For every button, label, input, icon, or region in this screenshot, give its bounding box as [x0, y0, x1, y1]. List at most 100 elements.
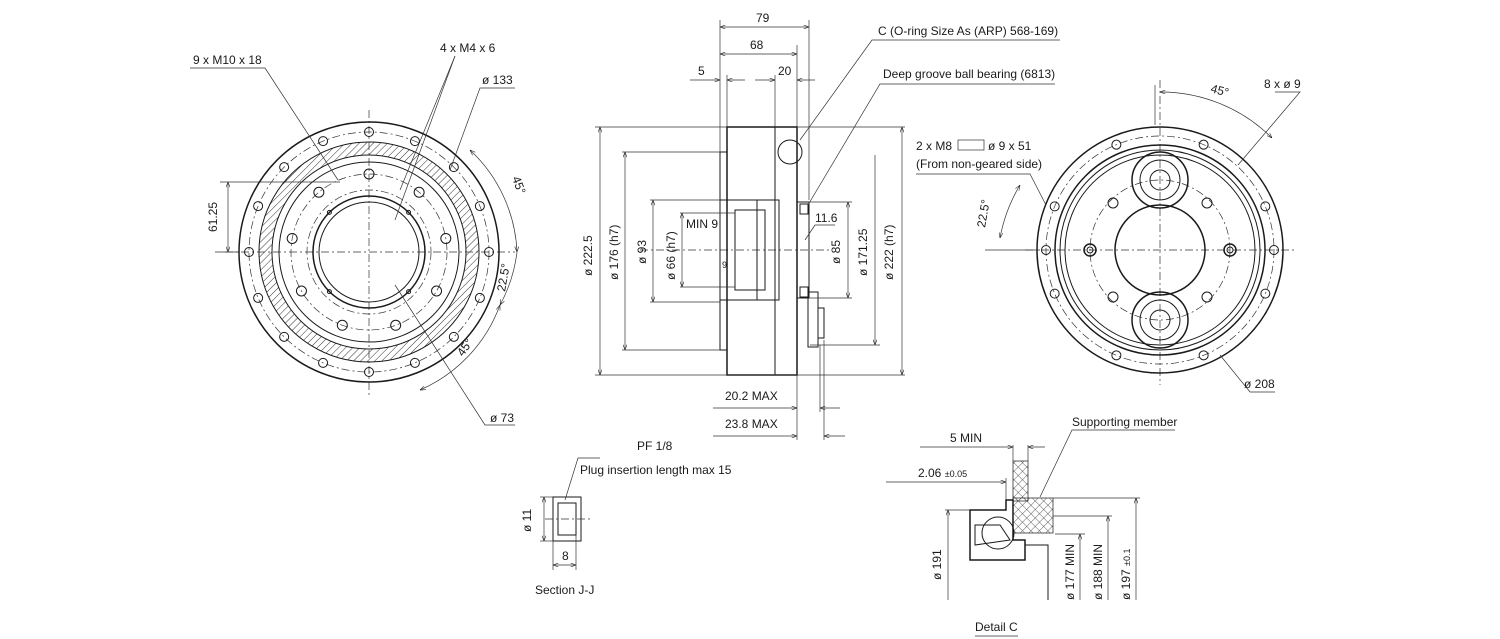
boss-bore	[1149, 309, 1171, 331]
small-thread-label: 4 x M4 x 6	[440, 41, 496, 55]
dim-68-label: 68	[750, 38, 764, 52]
bolt-hole	[279, 331, 290, 342]
dia-93-label: ø 93	[635, 240, 649, 264]
dim-6125-label: 61.25	[206, 202, 220, 232]
mounting-hole	[1198, 350, 1209, 361]
dim-206-tolerance: ±0.05	[945, 469, 967, 479]
dim-9-label: 9	[722, 260, 727, 270]
mounting-hole	[1111, 139, 1122, 150]
min-5-label: 5 MIN	[950, 431, 982, 445]
section-jj-title: Section J-J	[535, 583, 594, 597]
threaded-hole	[286, 232, 298, 244]
mounting-hole	[1198, 139, 1209, 150]
m8-hole-inner	[1086, 246, 1094, 254]
m8-hole	[1083, 243, 1097, 257]
dia-197-value: ø 197	[1119, 569, 1133, 600]
angle-45-top-label: 45°	[509, 174, 528, 196]
dia-133-label: ø 133	[482, 73, 513, 87]
mounting-hole	[1269, 245, 1279, 255]
counterbore-symbol	[957, 139, 985, 151]
side-view: 79 68 5 20 C (O-ring Size As (ARP) 568-1…	[581, 11, 1060, 440]
min-9-label: MIN 9	[686, 217, 718, 231]
small-threaded-hole	[406, 209, 412, 215]
dia-176-label: ø 176 (h7)	[607, 225, 621, 280]
dia-85-label: ø 85	[829, 240, 843, 264]
threaded-hole	[431, 285, 443, 297]
m8-note: (From non-geared side)	[916, 157, 1042, 171]
bolt-hole	[244, 247, 254, 257]
rear-angle-225: 22.5°	[974, 198, 993, 228]
dia-11-label: ø 11	[520, 509, 534, 532]
dia-222-label: ø 222 (h7)	[882, 225, 896, 280]
max-238-label: 23.8 MAX	[725, 417, 778, 431]
oring-note: C (O-ring Size As (ARP) 568-169)	[878, 24, 1058, 38]
angle-225-label: 22.5°	[494, 262, 513, 292]
bolt-hole	[253, 292, 264, 303]
threaded-hole	[390, 319, 402, 331]
rear-holes-label: 8 x ø 9	[1264, 77, 1301, 91]
rear-angle-45: 45°	[1209, 81, 1230, 99]
bolt-hole	[474, 201, 485, 212]
boss	[1131, 291, 1189, 349]
bearing-note: Deep groove ball bearing (6813)	[883, 67, 1055, 81]
bolt-hole	[318, 136, 329, 147]
mounting-hole	[1260, 288, 1271, 299]
dia-197-tolerance: ±0.1	[1122, 549, 1132, 566]
dim-206-label: 2.06 ±0.05	[918, 466, 967, 480]
dim-5-label: 5	[698, 64, 705, 78]
boss-inner	[1139, 299, 1181, 341]
rear-view: 2 x M8 ø 9 x 51 (From non-geared side) 2…	[916, 77, 1301, 393]
front-view: 9 x M10 x 18 4 x M4 x 6 ø 133 61.25 45° …	[190, 41, 529, 426]
detail-c-title: Detail C	[975, 620, 1018, 634]
bolt-hole	[448, 162, 459, 173]
mounting-hole	[1041, 245, 1051, 255]
threaded-hole	[313, 186, 325, 198]
bolt-hole	[474, 292, 485, 303]
dim-79-label: 79	[756, 11, 770, 25]
boss	[1131, 151, 1189, 209]
small-threaded-hole	[326, 289, 332, 295]
plug-note: Plug insertion length max 15	[580, 463, 732, 477]
supporting-member-label: Supporting member	[1072, 415, 1177, 429]
threaded-hole	[295, 285, 307, 297]
dia-66-label: ø 66 (h7)	[664, 231, 678, 280]
dim-8-label: 8	[562, 549, 569, 563]
mounting-hole	[1260, 201, 1271, 212]
rear-hole	[1107, 197, 1119, 209]
m8-depth-label: ø 9 x 51	[988, 139, 1032, 153]
rear-hole	[1201, 291, 1213, 303]
bolt-hole	[409, 357, 420, 368]
boss-bore	[1149, 169, 1171, 191]
dia-197-label: ø 197 ±0.1	[1119, 549, 1133, 600]
mounting-hole	[1049, 201, 1060, 212]
threaded-hole	[363, 168, 375, 180]
mounting-hole	[1111, 350, 1122, 361]
rear-hole	[1107, 291, 1119, 303]
small-threaded-hole	[326, 209, 332, 215]
max-202-label: 20.2 MAX	[725, 389, 778, 403]
dia-188-label: ø 188 MIN	[1091, 544, 1105, 600]
bolt-hole	[448, 331, 459, 342]
threaded-hole	[336, 319, 348, 331]
dim-206-value: 2.06	[918, 466, 942, 480]
dia-208-label: ø 208	[1244, 377, 1275, 391]
dia-177-label: ø 177 MIN	[1063, 544, 1077, 600]
bolt-hole	[364, 127, 374, 137]
thread-holes-label: 9 x M10 x 18	[193, 53, 262, 67]
rear-hole	[1201, 197, 1213, 209]
bolt-hole	[318, 357, 329, 368]
bolt-hole	[253, 201, 264, 212]
dia-2225-label: ø 222.5	[581, 235, 595, 276]
m8-hole-inner	[1226, 246, 1234, 254]
section-jj: PF 1/8 Plug insertion length max 15 ø 11…	[520, 439, 732, 597]
dia-73-label: ø 73	[490, 411, 514, 425]
threaded-hole	[440, 232, 452, 244]
bolt-hole	[279, 162, 290, 173]
m8-hole	[1223, 243, 1237, 257]
detail-c: Supporting member 5 MIN 2.06 ±0.05 ø 191…	[886, 415, 1177, 637]
bolt-hole	[364, 367, 374, 377]
bolt-hole	[409, 136, 420, 147]
small-threaded-hole	[406, 289, 412, 295]
threaded-hole	[413, 186, 425, 198]
